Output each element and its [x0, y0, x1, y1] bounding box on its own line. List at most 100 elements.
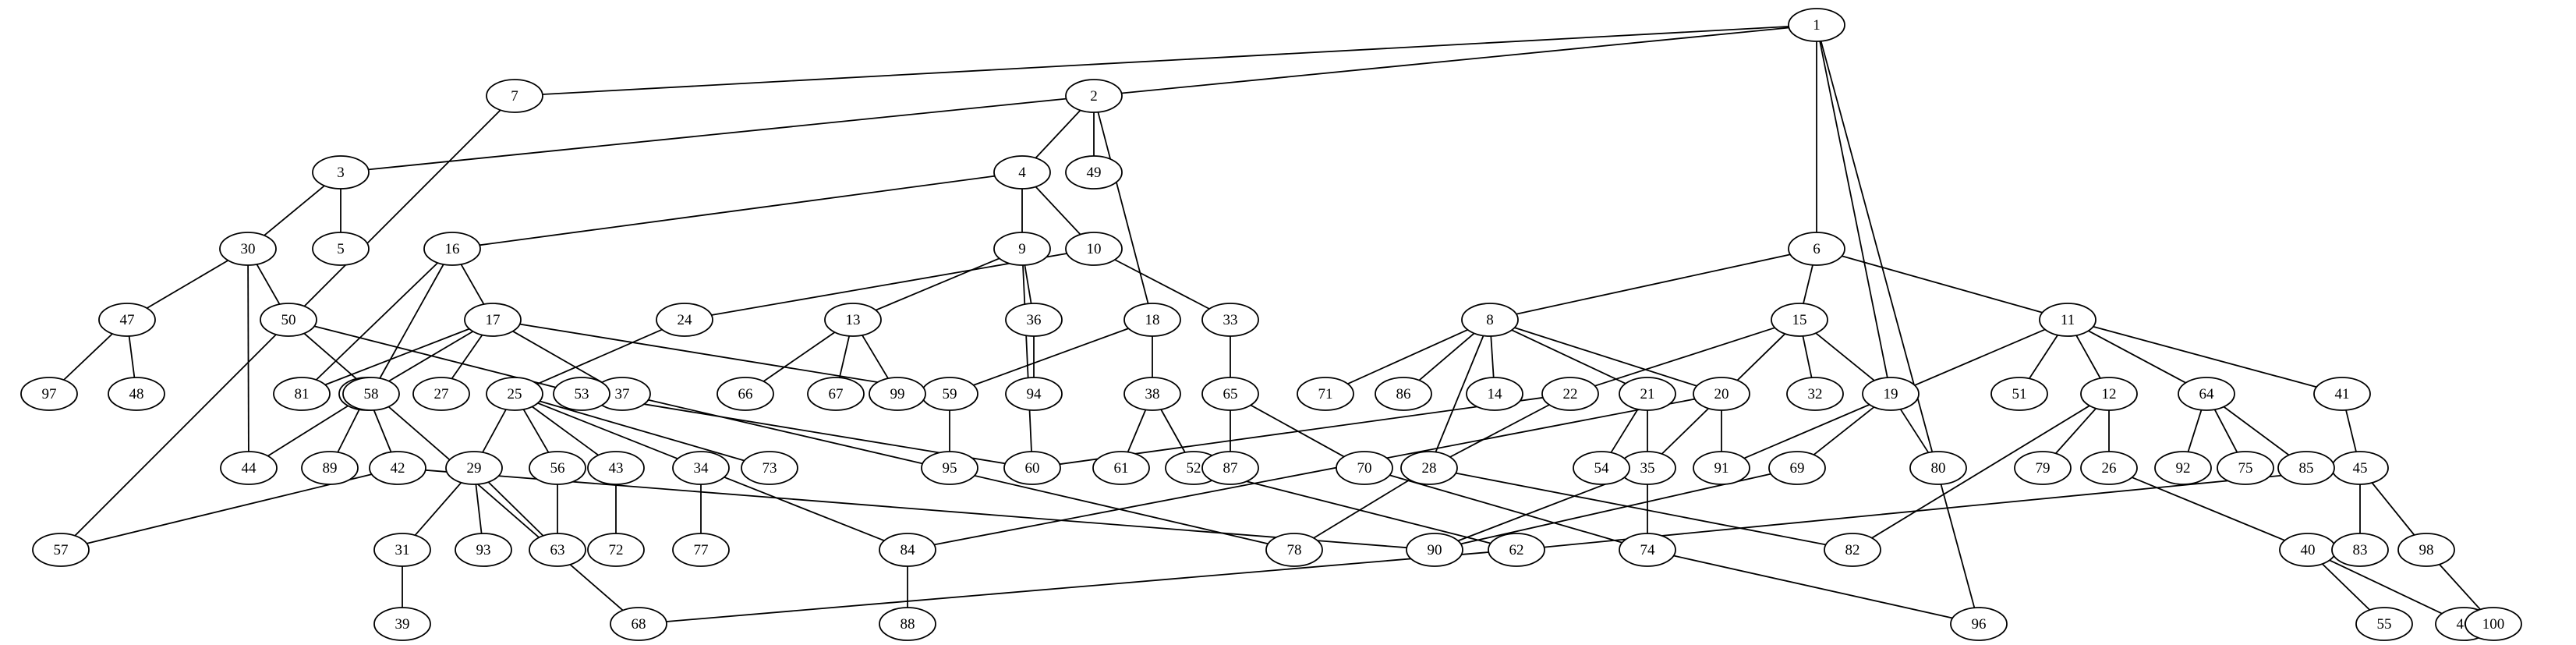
node-label: 70 — [1357, 460, 1372, 477]
node-24: 24 — [656, 303, 713, 337]
edge-9-13 — [875, 257, 1000, 311]
node-5: 5 — [312, 232, 370, 266]
node-label: 99 — [890, 386, 905, 402]
node-ellipse — [672, 451, 730, 485]
node-ellipse — [529, 533, 586, 567]
node-7: 7 — [486, 79, 543, 113]
node-ellipse — [879, 533, 936, 567]
edge-18-59 — [973, 328, 1129, 386]
node-85: 85 — [2277, 451, 2335, 485]
node-ellipse — [2080, 451, 2138, 485]
node-label: 88 — [901, 616, 915, 633]
node-66: 66 — [717, 377, 774, 411]
node-ellipse — [1336, 451, 1393, 485]
node-label: 6 — [1813, 241, 1821, 257]
node-ellipse — [2397, 533, 2455, 567]
edge-45-98 — [2371, 482, 2415, 536]
node-ellipse — [373, 607, 431, 641]
node-51: 51 — [1990, 377, 2048, 411]
node-label: 71 — [1318, 386, 1333, 402]
node-74: 74 — [1619, 533, 1676, 567]
edge-47-48 — [128, 335, 136, 378]
node-49: 49 — [1065, 155, 1123, 190]
node-label: 74 — [1640, 542, 1656, 558]
node-ellipse — [879, 607, 936, 641]
node-label: 43 — [609, 460, 624, 477]
edge-8-14 — [1490, 335, 1495, 378]
node-label: 54 — [1594, 460, 1610, 477]
node-32: 32 — [1786, 377, 1844, 411]
node-ellipse — [312, 232, 370, 266]
node-label: 62 — [1509, 542, 1524, 558]
node-label: 26 — [2102, 460, 2117, 477]
edge-21-54 — [1610, 409, 1639, 453]
node-57: 57 — [32, 533, 90, 567]
node-12: 12 — [2080, 377, 2138, 411]
node-ellipse — [1619, 377, 1676, 411]
node-ellipse — [1788, 8, 1845, 42]
node-label: 100 — [2482, 616, 2505, 633]
node-label: 2 — [1090, 88, 1098, 105]
node-ellipse — [1786, 377, 1844, 411]
edge-69-90 — [1460, 473, 1771, 545]
node-label: 89 — [323, 460, 338, 477]
node-ellipse — [220, 451, 278, 485]
node-37: 37 — [593, 377, 651, 411]
node-40: 40 — [2279, 533, 2337, 567]
node-19: 19 — [1862, 377, 1920, 411]
node-label: 18 — [1145, 312, 1160, 328]
node-21: 21 — [1619, 377, 1676, 411]
node-ellipse — [369, 451, 426, 485]
node-ellipse — [656, 303, 713, 337]
node-ellipse — [1201, 377, 1259, 411]
node-label: 51 — [2012, 386, 2027, 402]
edge-41-45 — [2345, 409, 2357, 452]
node-55: 55 — [2355, 607, 2413, 641]
node-label: 73 — [763, 460, 777, 477]
node-label: 79 — [2036, 460, 2051, 477]
node-ellipse — [219, 232, 277, 266]
node-label: 92 — [2176, 460, 2191, 477]
node-label: 60 — [1025, 460, 1040, 477]
node-63: 63 — [529, 533, 586, 567]
node-label: 50 — [281, 312, 296, 328]
edge-28-82 — [1456, 472, 1826, 546]
node-20: 20 — [1693, 377, 1750, 411]
edge-40-55 — [2321, 563, 2371, 611]
node-label: 42 — [391, 460, 405, 477]
node-53: 53 — [553, 377, 610, 411]
edge-17-81 — [324, 328, 470, 386]
edge-16-81 — [315, 262, 439, 381]
edge-30-50 — [256, 264, 281, 305]
edge-13-67 — [838, 335, 851, 378]
node-label: 84 — [901, 542, 916, 558]
node-79: 79 — [2014, 451, 2072, 485]
node-ellipse — [486, 377, 543, 411]
node-72: 72 — [587, 533, 645, 567]
node-ellipse — [610, 607, 667, 641]
node-ellipse — [2154, 451, 2212, 485]
node-81: 81 — [273, 377, 331, 411]
node-label: 5 — [337, 241, 345, 257]
node-label: 13 — [846, 312, 861, 328]
edge-10-33 — [1114, 259, 1210, 310]
node-label: 67 — [829, 386, 844, 402]
node-60: 60 — [1003, 451, 1061, 485]
node-label: 3 — [337, 165, 345, 181]
node-8: 8 — [1461, 303, 1519, 337]
edge-74-96 — [1673, 555, 1953, 619]
node-ellipse — [1862, 377, 1920, 411]
node-ellipse — [993, 155, 1051, 190]
node-75: 75 — [2217, 451, 2274, 485]
node-label: 1 — [1813, 17, 1821, 34]
node-3: 3 — [312, 155, 370, 190]
node-ellipse — [1950, 607, 2008, 641]
edge-29-31 — [414, 482, 462, 536]
node-26: 26 — [2080, 451, 2138, 485]
node-33: 33 — [1201, 303, 1259, 337]
edge-64-85 — [2223, 406, 2290, 456]
node-56: 56 — [529, 451, 586, 485]
edge-42-57 — [86, 473, 373, 544]
node-62: 62 — [1488, 533, 1545, 567]
